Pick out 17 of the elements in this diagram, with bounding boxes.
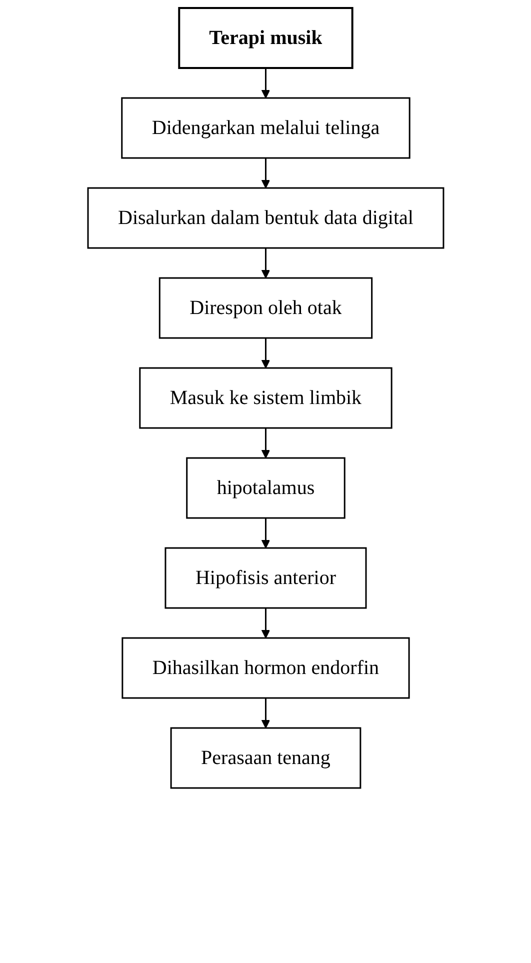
node-box: Hipofisis anterior	[164, 547, 367, 609]
arrow	[261, 608, 270, 638]
arrow	[261, 158, 270, 188]
node-box: Masuk ke sistem limbik	[138, 367, 392, 429]
node-box: Disalurkan dalam bentuk data digital	[87, 187, 444, 249]
arrow	[261, 248, 270, 278]
arrow	[261, 518, 270, 548]
node-box: Direspon oleh otak	[158, 277, 372, 339]
node-box: Didengarkan melalui telinga	[120, 97, 410, 159]
node-box: hipotalamus	[186, 457, 346, 519]
arrow	[261, 68, 270, 98]
node-box: Terapi musik	[178, 7, 354, 69]
node-box: Dihasilkan hormon endorfin	[121, 637, 410, 699]
arrow	[261, 698, 270, 728]
node-box: Perasaan tenang	[170, 727, 361, 789]
arrow	[261, 338, 270, 368]
arrow	[261, 428, 270, 458]
